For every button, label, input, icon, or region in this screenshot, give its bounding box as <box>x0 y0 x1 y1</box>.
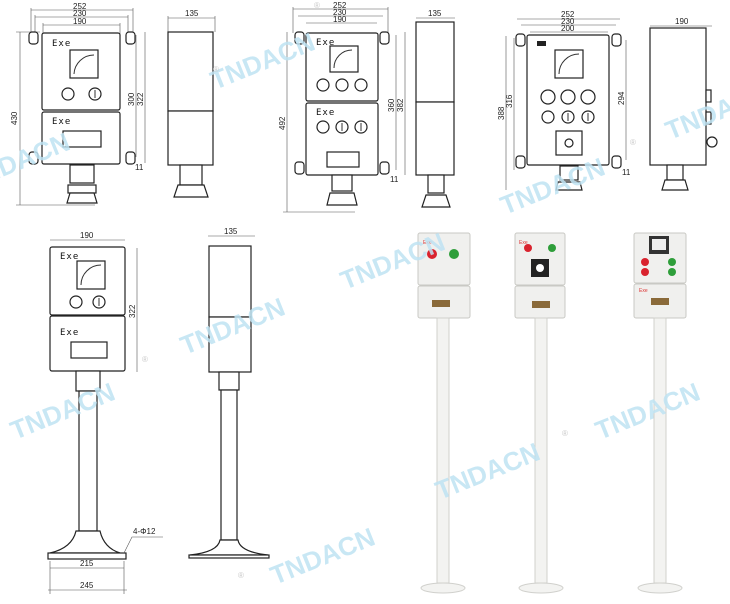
dim-360: 360 <box>387 98 396 112</box>
dim-230: 230 <box>73 9 87 18</box>
front-view-2: 252 230 190 492 360 382 11 Exe Exe <box>278 1 406 213</box>
dim-316: 316 <box>505 94 514 108</box>
dim-322: 322 <box>136 92 145 106</box>
side-view-3: 190 <box>649 17 718 191</box>
dim-135: 135 <box>224 227 238 236</box>
watermark-text: TNDACN <box>6 377 119 446</box>
dim-11: 11 <box>390 175 399 184</box>
exe-label: Exe <box>519 240 528 246</box>
registered-mark: ® <box>142 355 148 364</box>
dim-245: 245 <box>80 581 94 590</box>
registered-mark: ® <box>238 571 244 580</box>
registered-mark: ® <box>213 65 219 74</box>
exe-label: Exe <box>316 38 335 48</box>
dim-388: 388 <box>497 106 506 120</box>
dim-294: 294 <box>617 91 626 105</box>
front-view-1: 252 230 190 430 300 322 11 Exe Exe <box>10 2 146 206</box>
dim-215: 215 <box>80 559 94 568</box>
meter-icon <box>76 260 106 290</box>
ammeter-window <box>62 130 102 148</box>
dim-252: 252 <box>333 1 347 10</box>
dim-11: 11 <box>135 163 144 172</box>
exe-label: Exe <box>60 328 79 338</box>
dim-190: 190 <box>80 231 94 240</box>
dim-252: 252 <box>73 2 87 11</box>
watermark-text: TNDACN <box>591 377 704 446</box>
dim-135: 135 <box>428 9 442 18</box>
dim-190: 190 <box>73 17 87 26</box>
product-photo-2: Exe <box>514 232 566 594</box>
brand-logo-icon <box>537 41 546 46</box>
dim-11: 11 <box>622 168 631 177</box>
registered-mark: ® <box>562 429 568 438</box>
registered-mark: ® <box>630 138 636 147</box>
registered-mark: ® <box>314 1 320 10</box>
dim-230: 230 <box>561 17 575 26</box>
dim-300: 300 <box>127 92 136 106</box>
front-view-3: 252 230 200 388 316 294 11 <box>497 10 631 191</box>
watermark-text: TNDACN <box>206 27 319 96</box>
dim-252: 252 <box>561 10 575 19</box>
dim-135: 135 <box>185 9 199 18</box>
side-view-2: 135 <box>415 9 455 208</box>
dim-430: 430 <box>10 111 19 125</box>
dim-4-phi12: 4-Φ12 <box>133 527 156 536</box>
exe-label: Exe <box>52 117 71 127</box>
meter-icon <box>329 45 359 73</box>
red-button-icon <box>427 249 437 259</box>
pillar-side-view: 135 <box>188 227 270 559</box>
dim-230: 230 <box>333 8 347 17</box>
pillar-front-view: 190 322 Exe Exe 215 245 4-Φ12 <box>47 231 163 594</box>
dim-190: 190 <box>675 17 689 26</box>
exe-label: Exe <box>60 252 79 262</box>
dim-322: 322 <box>128 304 137 318</box>
exe-label: Exe <box>423 240 432 246</box>
meter-icon <box>554 49 584 79</box>
watermark-text: TNDACN <box>266 522 379 591</box>
exe-label: Exe <box>316 108 335 118</box>
dim-382: 382 <box>396 98 405 112</box>
exe-label: Exe <box>52 39 71 49</box>
side-view-1: 135 <box>167 9 216 198</box>
indicator-light-icon <box>61 87 75 101</box>
exe-label: Exe <box>639 288 648 294</box>
green-button-icon <box>449 249 459 259</box>
product-photo-3: Exe <box>633 232 687 594</box>
product-photo-1: Exe <box>417 232 471 594</box>
dim-190: 190 <box>333 15 347 24</box>
dim-200: 200 <box>561 24 575 33</box>
dim-492: 492 <box>278 116 287 130</box>
